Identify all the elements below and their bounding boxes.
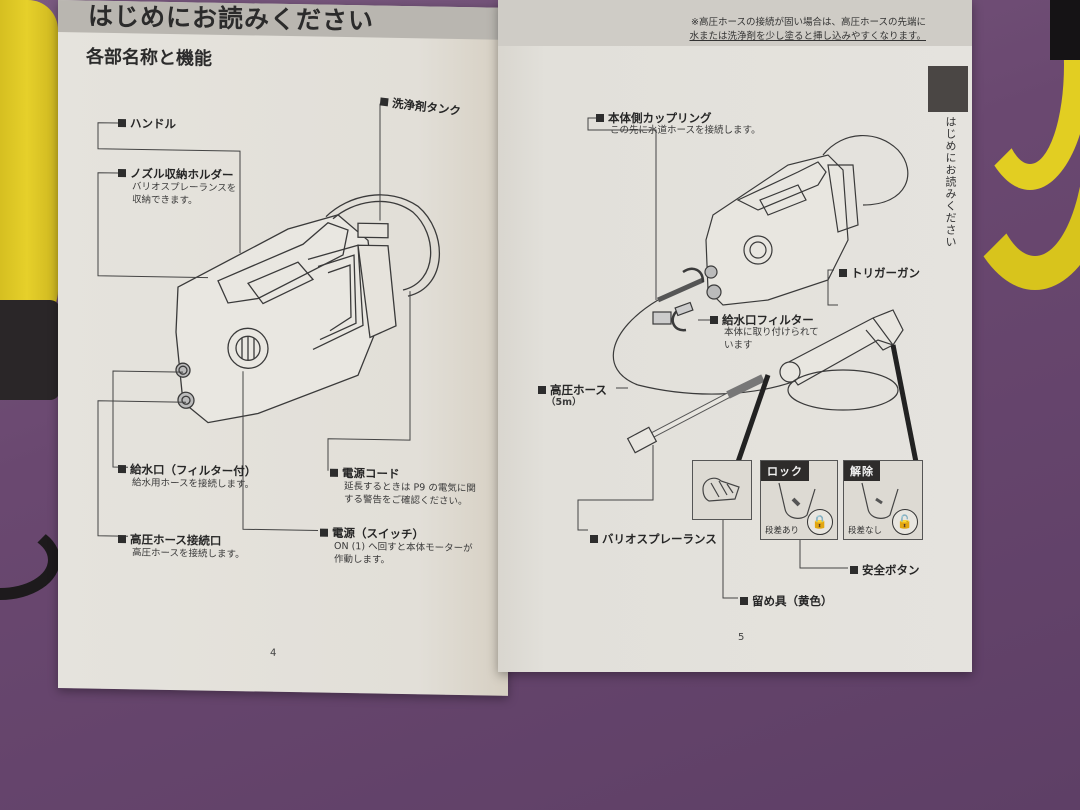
part-label-high-pressure-hose: 高圧ホース bbox=[538, 382, 607, 398]
black-cable bbox=[0, 520, 60, 600]
part-label-retainer: 留め具（黄色） bbox=[740, 593, 833, 609]
part-desc-inlet-filter-2: います bbox=[724, 340, 753, 351]
pressure-washer-illustration bbox=[97, 103, 440, 537]
note-line-2: 水または洗浄剤を少し塗ると挿し込みやすくなります。 bbox=[689, 31, 926, 42]
lock-panel-caption: 段差あり bbox=[765, 526, 800, 536]
dark-object-corner bbox=[1050, 0, 1080, 60]
lock-panel: ロック 段差あり 🔒 bbox=[760, 460, 838, 540]
unlock-panel-tag: 解除 bbox=[844, 461, 880, 481]
part-desc-high-pressure-outlet: 高圧ホースを接続します。 bbox=[132, 547, 245, 561]
unlock-panel: 解除 段差なし 🔓 bbox=[843, 460, 923, 540]
part-desc-inlet-filter-1: 本体に取り付けられて bbox=[724, 327, 819, 338]
part-label-inlet-filter: 給水口フィルター bbox=[710, 312, 814, 328]
retainer-detail-box bbox=[692, 460, 752, 520]
part-desc-power-switch-2: 作動します。 bbox=[334, 553, 391, 566]
part-desc-high-pressure-hose: （5m） bbox=[546, 397, 582, 408]
unlock-panel-caption: 段差なし bbox=[848, 526, 883, 536]
manual-page-left: はじめにお読みください 各部名称と機能 bbox=[58, 0, 508, 696]
note-line-1: ※高圧ホースの接続が固い場合は、高圧ホースの先端に bbox=[690, 17, 926, 28]
side-tab-text: はじめにお読みください bbox=[944, 116, 957, 248]
side-tab-marker bbox=[928, 66, 968, 112]
lock-panel-tag: ロック bbox=[761, 461, 809, 481]
part-label-body-coupling: 本体側カップリング bbox=[596, 110, 712, 126]
dark-device-grip bbox=[0, 300, 60, 400]
part-desc-power-cord-2: する警告をご確認ください。 bbox=[344, 493, 468, 508]
manual-page-right: ※高圧ホースの接続が固い場合は、高圧ホースの先端に 水または洗浄剤を少し塗ると挿… bbox=[498, 0, 972, 672]
part-desc-body-coupling: この先に水道ホースを接続します。 bbox=[610, 125, 761, 136]
part-label-handle: ハンドル bbox=[118, 115, 176, 132]
part-desc-water-inlet: 給水用ホースを接続します。 bbox=[132, 477, 255, 491]
part-label-safety-button: 安全ボタン bbox=[850, 562, 920, 578]
pressure-washer-accessories-illustration bbox=[577, 117, 919, 599]
yellow-device-handle bbox=[0, 0, 58, 330]
lock-open-icon: 🔓 bbox=[892, 509, 918, 535]
part-label-vario-spray-lance: バリオスプレーランス bbox=[590, 531, 717, 547]
page-number-right: 5 bbox=[738, 632, 745, 643]
lock-closed-icon: 🔒 bbox=[807, 509, 833, 535]
part-label-trigger-gun: トリガーガン bbox=[839, 265, 920, 281]
page-number-left: 4 bbox=[270, 647, 277, 659]
header-band bbox=[498, 0, 972, 46]
part-desc-nozzle-holder-2: 収納できます。 bbox=[132, 194, 198, 207]
